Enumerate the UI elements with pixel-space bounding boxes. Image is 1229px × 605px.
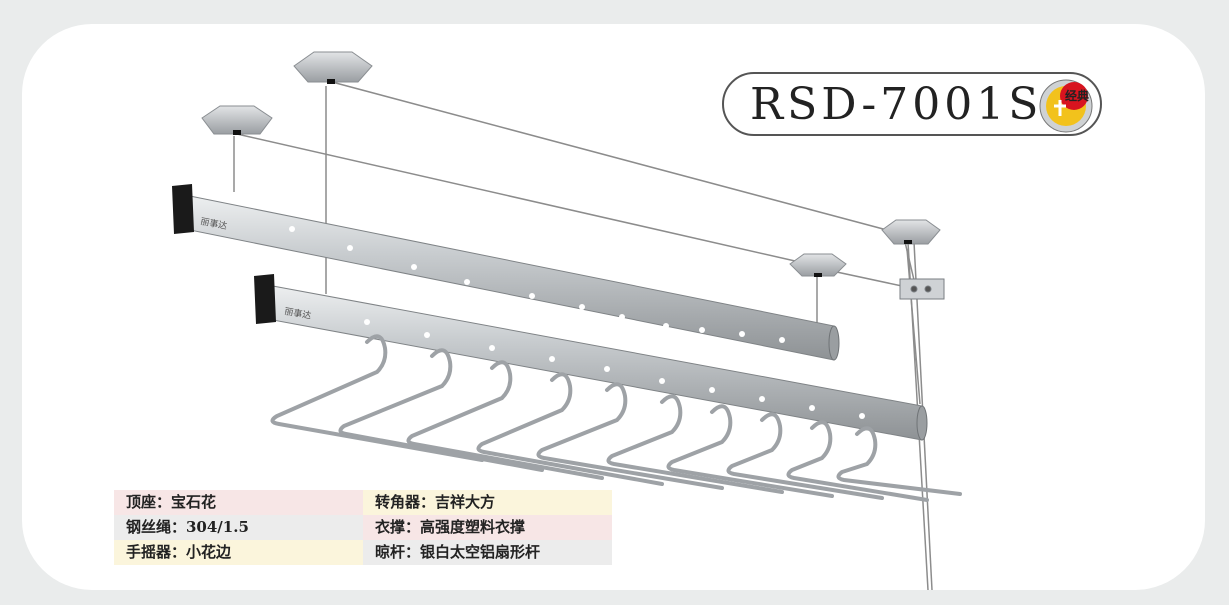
spec-wire-rope: 钢丝绳：304/1.5: [114, 515, 363, 540]
lower-rod-holes: [364, 319, 865, 419]
model-number: RSD-7001S: [750, 79, 1043, 130]
upper-drying-rod: 丽事达: [172, 184, 840, 361]
lower-drying-rod: 丽事达: [254, 274, 928, 441]
spec-table: 顶座：宝石花 转角器：吉祥大方 钢丝绳：304/1.5 衣撑：高强度塑料衣撑 手…: [114, 490, 612, 565]
spec-row: 手摇器：小花边 晾杆：银白太空铝扇形杆: [114, 540, 612, 565]
classic-badge-icon: 经典: [1038, 78, 1094, 134]
spec-row: 钢丝绳：304/1.5 衣撑：高强度塑料衣撑: [114, 515, 612, 540]
spec-row: 顶座：宝石花 转角器：吉祥大方: [114, 490, 612, 515]
drying-rack-illustration: 丽事达 丽事达: [172, 51, 962, 590]
spec-drying-rod: 晾杆：银白太空铝扇形杆: [363, 540, 612, 565]
spec-hanger: 衣撑：高强度塑料衣撑: [363, 515, 612, 540]
spec-corner-pulley: 转角器：吉祥大方: [363, 490, 612, 515]
spec-ceiling-mount: 顶座：宝石花: [114, 490, 363, 515]
spec-hand-crank: 手摇器：小花边: [114, 540, 363, 565]
upper-rod-holes: [289, 226, 785, 343]
ceiling-mount: [201, 51, 941, 277]
classic-badge-label: 经典: [1064, 89, 1089, 103]
clothes-hangers: [270, 334, 962, 502]
model-badge: RSD-7001S 经典: [722, 72, 1102, 136]
corner-pulley: [899, 278, 945, 300]
product-card: 丽事达 丽事达: [22, 24, 1205, 590]
